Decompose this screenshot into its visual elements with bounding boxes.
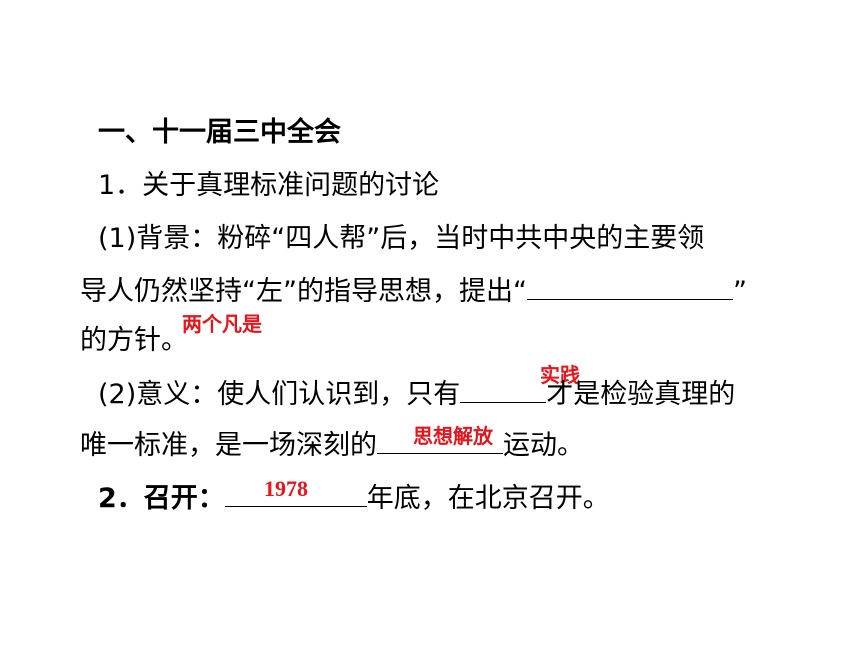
- significance-line-2-rest: 运动。: [503, 430, 584, 461]
- significance-line-2-text: 唯一标准，是一场深刻的: [80, 430, 377, 461]
- item-2-line: 2．召开： 年底，在北京召开。: [98, 480, 610, 516]
- blank-practice: [460, 376, 547, 403]
- significance-line-2: 唯一标准，是一场深刻的 运动。: [80, 427, 584, 463]
- answer-thought-liberation: 思想解放: [413, 424, 493, 448]
- section-heading: 一、十一届三中全会: [98, 117, 341, 148]
- blank-thought-liberation: [377, 427, 503, 454]
- item-1-title: 1．关于真理标准问题的讨论: [98, 170, 440, 201]
- significance-line-1-text: (2)意义：使人们认识到，只有: [98, 379, 461, 410]
- item-2-rest: 年底，在北京召开。: [366, 483, 610, 514]
- background-line-2-close-quote: ”: [732, 276, 747, 307]
- background-line-2-text: 导人仍然坚持“左”的指导思想，提出“: [80, 276, 527, 307]
- significance-line-1-rest: 才是检验真理的: [546, 379, 736, 410]
- blank-two-whatevers: [526, 273, 733, 300]
- blank-year: [224, 480, 367, 507]
- background-line-1: (1)背景：粉碎“四人帮”后，当时中共中央的主要领: [98, 223, 705, 254]
- answer-practice: 实践: [540, 363, 580, 387]
- answer-year: 1978: [264, 476, 308, 501]
- background-line-3: 的方针。: [80, 325, 188, 356]
- significance-line-1: (2)意义：使人们认识到，只有 才是检验真理的: [98, 376, 735, 412]
- item-2-label: 2．召开：: [98, 483, 225, 514]
- answer-two-whatevers: 两个凡是: [182, 312, 262, 336]
- background-line-2: 导人仍然坚持“左”的指导思想，提出“ ”: [80, 273, 747, 309]
